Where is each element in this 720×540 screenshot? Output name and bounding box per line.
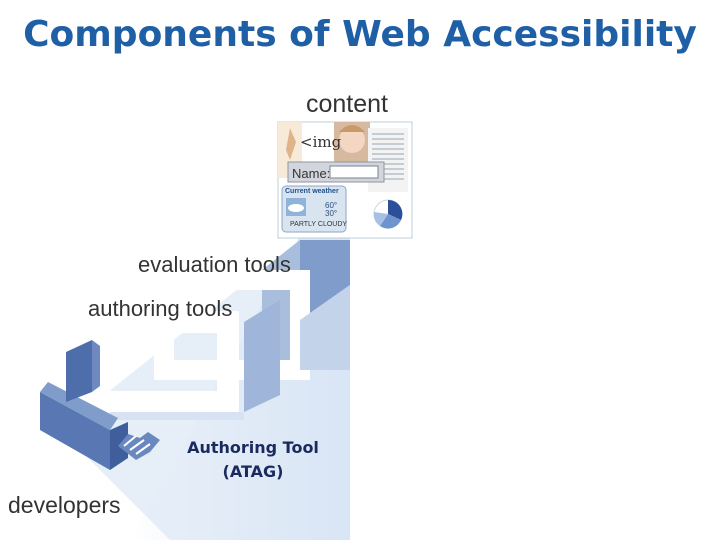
atag-callout-line2: (ATAG) bbox=[222, 462, 284, 481]
name-field-label: Name: bbox=[292, 166, 331, 181]
authoring-tools-label: authoring tools bbox=[88, 296, 233, 321]
weather-temp-high: 60° bbox=[325, 201, 338, 210]
developers-figure bbox=[40, 340, 160, 470]
content-label: content bbox=[306, 90, 389, 118]
img-tag-text: <img bbox=[300, 133, 342, 151]
atag-callout: Authoring Tool (ATAG) bbox=[165, 436, 341, 484]
developers-label: developers bbox=[8, 492, 121, 518]
content-panel bbox=[277, 121, 413, 239]
atag-callout-line1: Authoring Tool bbox=[187, 438, 319, 457]
weather-temp-low: 30° bbox=[325, 209, 338, 218]
evaluation-tools-label: evaluation tools bbox=[138, 252, 291, 277]
weather-condition: PARTLY CLOUDY bbox=[290, 221, 348, 228]
weather-title: Current weather bbox=[285, 188, 339, 195]
slide-title: Components of Web Accessibility bbox=[23, 14, 697, 55]
